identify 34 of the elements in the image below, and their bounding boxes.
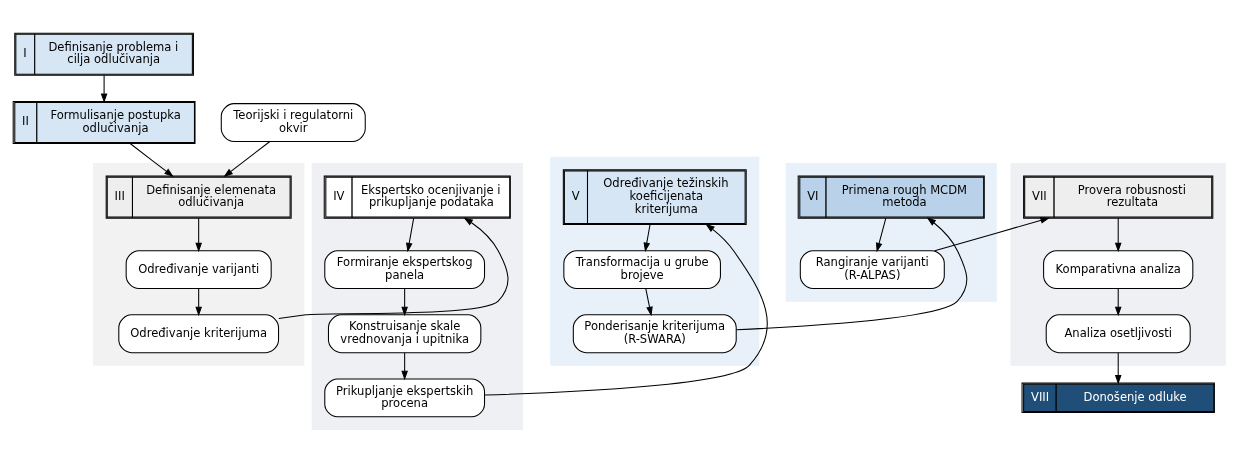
node-box: Konstruisanje skale vrednovanja i upitnika [327, 314, 482, 354]
node-box: Teorijski i regulatorni okvir [220, 103, 366, 142]
arrow [735, 217, 968, 331]
node-box: Analiza osetljivosti [1045, 314, 1191, 354]
cluster [1010, 163, 1226, 366]
arrow [1114, 288, 1122, 317]
node-box: Određivanje varijanti [125, 250, 272, 290]
node-box: Formiranje ekspertskog panela [324, 250, 486, 290]
arrow [406, 217, 415, 253]
arrow [645, 288, 653, 317]
arrow [223, 141, 271, 178]
node-box: Prikupljanje ekspertskih procena [324, 378, 486, 418]
cluster [785, 163, 997, 302]
node-box: Rangiranje varijanti (R-ALPAS) [799, 250, 945, 290]
arrow [195, 217, 202, 253]
cluster [550, 156, 760, 366]
arrow [129, 143, 174, 177]
arrow [100, 74, 108, 103]
cluster [93, 163, 305, 366]
arrow [401, 288, 408, 317]
node-box: Transformacija u grube brojeve [563, 250, 721, 290]
arrow [1114, 217, 1122, 253]
arrow [875, 217, 887, 253]
node-box: Komparativna analiza [1043, 250, 1194, 290]
arrow [1114, 352, 1122, 385]
node-box: Ponderisanje kriterijuma (R-SWARA) [572, 314, 737, 354]
arrow [195, 288, 202, 317]
arrow [401, 352, 408, 381]
arrow [278, 217, 509, 320]
cluster [311, 163, 523, 430]
arrow [934, 217, 1050, 252]
arrow [643, 224, 651, 253]
node-box: Određivanje kriterijuma [118, 314, 280, 354]
arrow [484, 223, 768, 396]
